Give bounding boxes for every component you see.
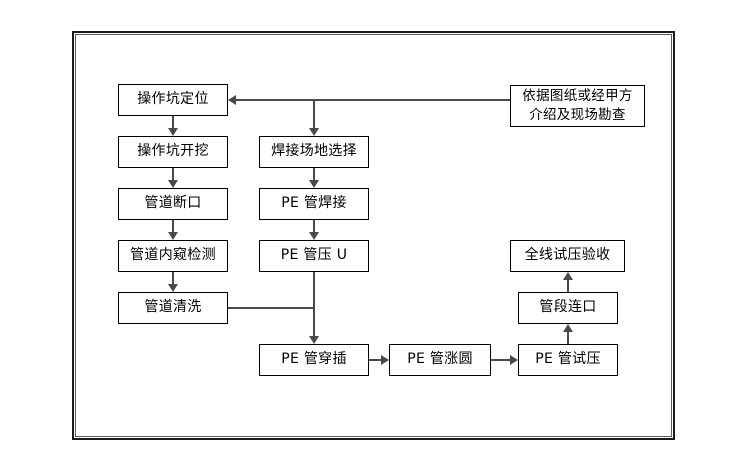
edge-source-to-locate-arrow bbox=[228, 95, 236, 105]
edge-source-to-locate-line bbox=[236, 99, 510, 101]
edge-insert-to-expand-arrow bbox=[381, 355, 389, 365]
node-pe-pipe-pressure-test[interactable]: PE 管试压 bbox=[518, 344, 618, 376]
edge-cut-to-inspect-arrow bbox=[168, 232, 178, 240]
edge-source-to-weldsite-line bbox=[313, 99, 315, 128]
edge-excavate-to-cut-line bbox=[172, 168, 174, 180]
edge-press-to-insert-line bbox=[313, 272, 315, 336]
edge-locate-to-excavate-line bbox=[172, 116, 174, 128]
edge-press-to-insert-arrow bbox=[309, 336, 319, 344]
node-welding-site-selection[interactable]: 焊接场地选择 bbox=[259, 136, 369, 168]
edge-weldsite-to-weld-arrow bbox=[309, 180, 319, 188]
edge-joint-to-finaltest-line bbox=[567, 280, 569, 292]
edge-clean-to-insert-line bbox=[228, 307, 314, 309]
node-pe-pipe-rerounding[interactable]: PE 管涨圆 bbox=[389, 344, 491, 376]
node-pipeline-cleaning[interactable]: 管道清洗 bbox=[118, 292, 228, 324]
node-drawing-or-owner-survey[interactable]: 依据图纸或经甲方 介绍及现场勘查 bbox=[510, 85, 645, 127]
edge-cut-to-inspect-line bbox=[172, 220, 174, 232]
node-operation-pit-locate[interactable]: 操作坑定位 bbox=[118, 84, 228, 116]
edge-expand-to-pipetest-line bbox=[491, 359, 510, 361]
node-pipeline-cut[interactable]: 管道断口 bbox=[118, 188, 228, 220]
edge-insert-to-expand-line bbox=[369, 359, 381, 361]
edge-inspect-to-clean-arrow bbox=[168, 284, 178, 292]
node-pe-pipe-welding[interactable]: PE 管焊接 bbox=[259, 188, 369, 220]
edge-weldsite-to-weld-line bbox=[313, 168, 315, 180]
edge-locate-to-excavate-arrow bbox=[168, 128, 178, 136]
edge-excavate-to-cut-arrow bbox=[168, 180, 178, 188]
node-pe-pipe-insertion[interactable]: PE 管穿插 bbox=[259, 344, 369, 376]
node-pipe-section-joint[interactable]: 管段连口 bbox=[518, 292, 618, 324]
edge-inspect-to-clean-line bbox=[172, 272, 174, 284]
node-full-line-pressure-acceptance[interactable]: 全线试压验收 bbox=[510, 240, 625, 272]
node-operation-pit-excavate[interactable]: 操作坑开挖 bbox=[118, 136, 228, 168]
edge-source-to-weldsite-arrow bbox=[309, 128, 319, 136]
edge-pipetest-to-joint-line bbox=[567, 332, 569, 344]
edge-weld-to-press-line bbox=[313, 220, 315, 232]
node-pipeline-endoscopic-inspection[interactable]: 管道内窥检测 bbox=[118, 240, 228, 272]
edge-expand-to-pipetest-arrow bbox=[510, 355, 518, 365]
node-pe-pipe-u-press[interactable]: PE 管压 U bbox=[259, 240, 369, 272]
edge-joint-to-finaltest-arrow bbox=[563, 272, 573, 280]
edge-pipetest-to-joint-arrow bbox=[563, 324, 573, 332]
edge-weld-to-press-arrow bbox=[309, 232, 319, 240]
